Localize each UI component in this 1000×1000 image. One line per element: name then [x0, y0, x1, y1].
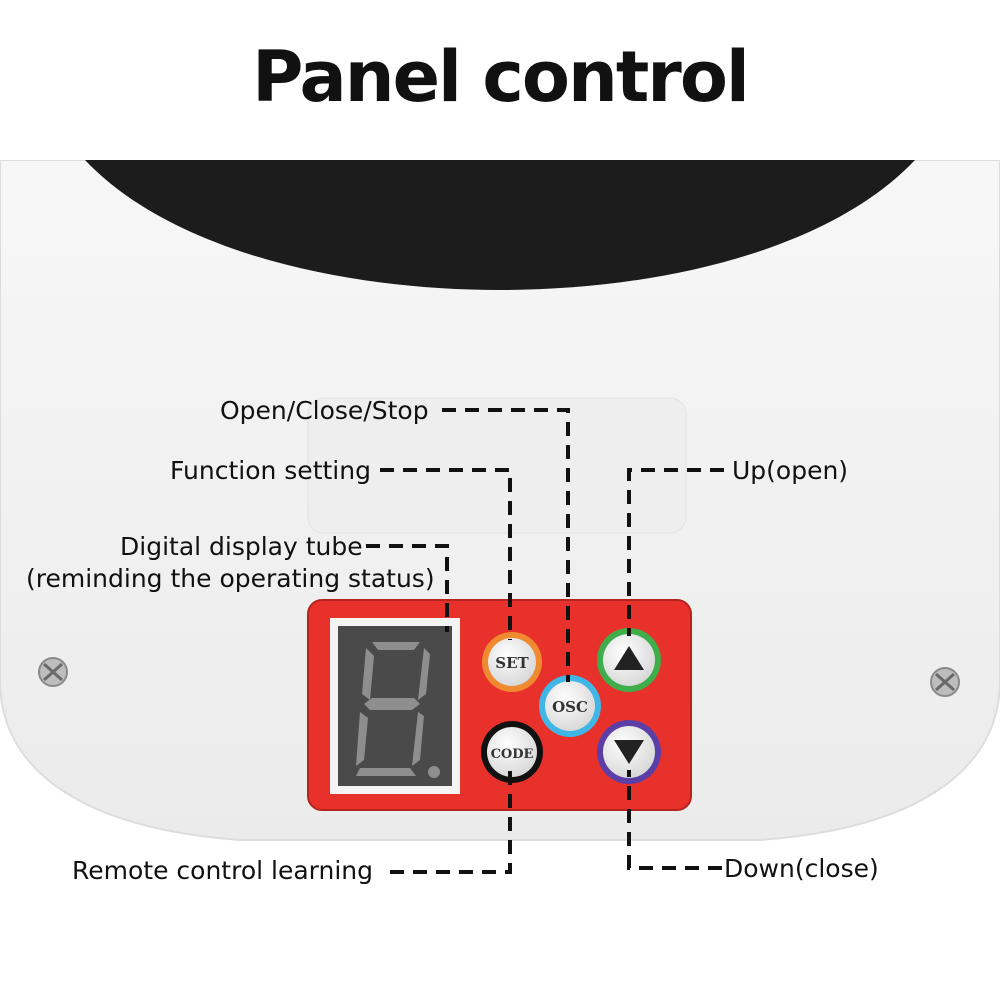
up-button	[597, 628, 661, 692]
osc-button: OSC	[539, 675, 601, 737]
osc-button-label: OSC	[552, 698, 588, 716]
set-button-label: SET	[495, 654, 529, 672]
label-open-close-stop: Open/Close/Stop	[220, 396, 429, 425]
top-band	[85, 160, 915, 290]
triangle-down-icon	[614, 740, 644, 764]
left-screw-icon	[38, 657, 68, 687]
triangle-up-icon	[614, 646, 644, 670]
label-down-close: Down(close)	[724, 854, 879, 883]
code-button-label: CODE	[491, 747, 534, 762]
label-digital-display-line1: Digital display tube	[120, 532, 363, 561]
right-screw-icon	[930, 667, 960, 697]
label-digital-display-line2: (reminding the operating status)	[26, 564, 435, 593]
set-button: SET	[482, 632, 542, 692]
label-remote-control-learning: Remote control learning	[72, 856, 374, 885]
down-button	[597, 720, 661, 784]
page-title: Panel control	[252, 36, 750, 118]
code-button: CODE	[481, 721, 543, 783]
label-up-open: Up(open)	[732, 456, 849, 485]
label-function-setting: Function setting	[170, 456, 371, 485]
